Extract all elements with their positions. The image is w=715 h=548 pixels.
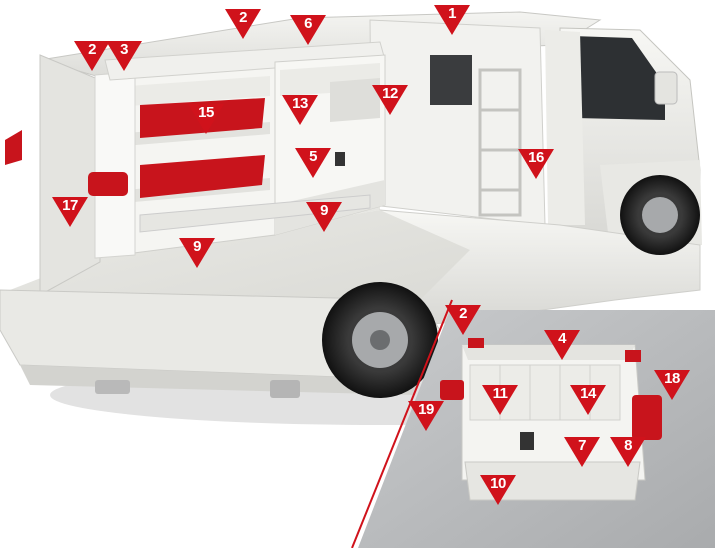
part-marker-15[interactable]: 15: [186, 102, 226, 136]
part-marker-16[interactable]: 16: [516, 147, 556, 181]
part-marker-6[interactable]: 6: [288, 13, 328, 47]
part-marker-18[interactable]: 18: [652, 368, 692, 402]
side-mirror: [655, 72, 677, 104]
part-marker-9[interactable]: 9: [304, 200, 344, 234]
part-marker-9[interactable]: 9: [177, 236, 217, 270]
part-marker-5[interactable]: 5: [293, 146, 333, 180]
part-marker-3[interactable]: 3: [104, 39, 144, 73]
part-marker-8[interactable]: 8: [608, 435, 648, 469]
red-tool-holder: [88, 172, 128, 196]
part-marker-19[interactable]: 19: [406, 399, 446, 433]
part-marker-13[interactable]: 13: [280, 93, 320, 127]
side-door-panel: [545, 30, 585, 225]
exhaust-pipe: [270, 380, 300, 398]
part-marker-2[interactable]: 2: [223, 7, 263, 41]
part-marker-4[interactable]: 4: [542, 328, 582, 362]
trailer-hitch: [95, 380, 130, 394]
inset-cabinet: [440, 338, 662, 500]
part-marker-2[interactable]: 2: [443, 303, 483, 337]
bulkhead-window: [430, 55, 472, 105]
part-marker-17[interactable]: 17: [50, 195, 90, 229]
part-marker-12[interactable]: 12: [370, 83, 410, 117]
tail-light: [5, 130, 22, 165]
part-marker-1[interactable]: 1: [432, 3, 472, 37]
part-marker-7[interactable]: 7: [562, 435, 602, 469]
part-marker-10[interactable]: 10: [478, 473, 518, 507]
part-marker-14[interactable]: 14: [568, 383, 608, 417]
part-marker-11[interactable]: 11: [480, 383, 520, 417]
